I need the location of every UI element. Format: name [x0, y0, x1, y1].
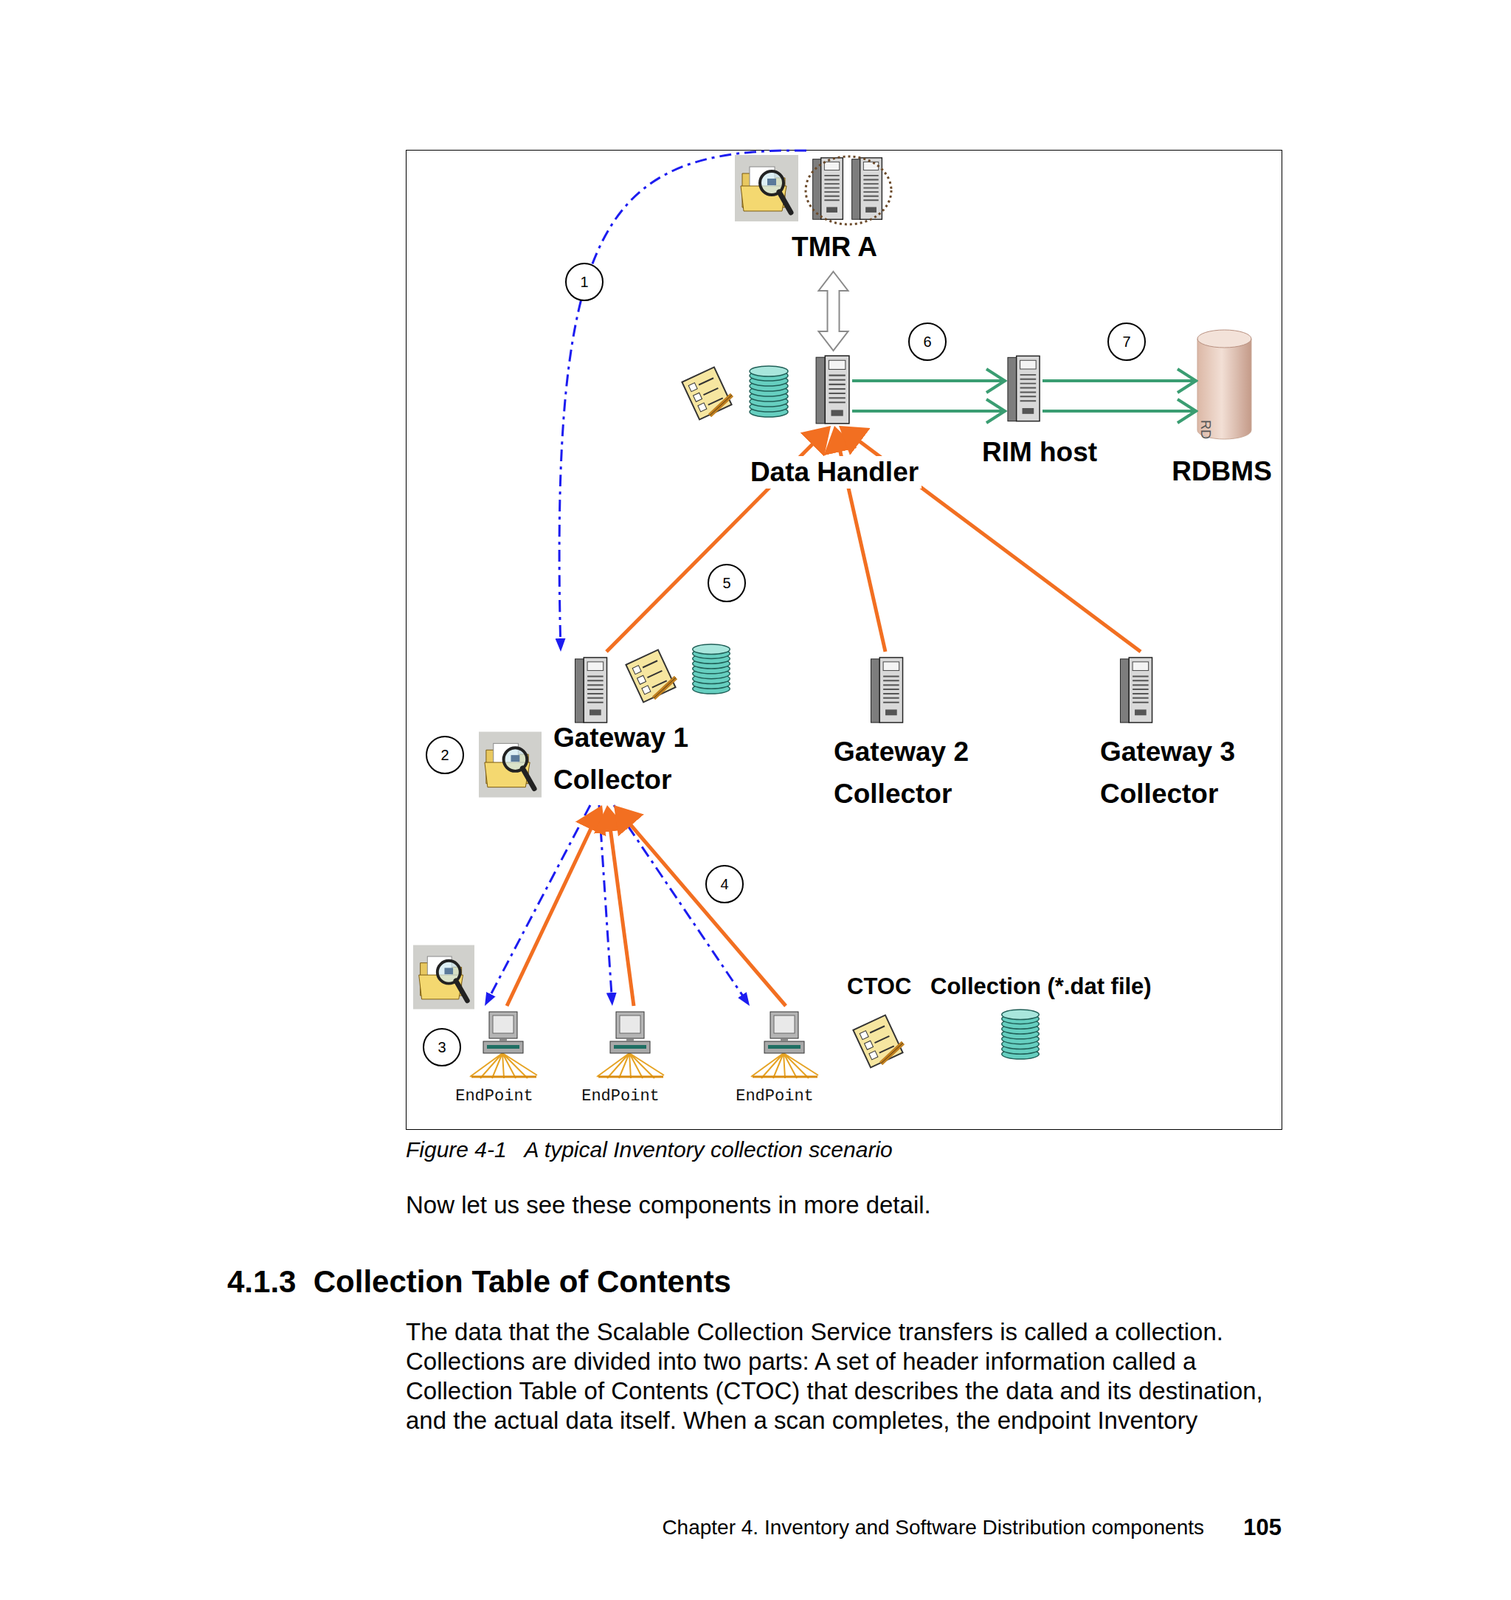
gateway-node: Gateway 2 Collector [829, 651, 997, 819]
node-label: Gateway 3 Collector [1100, 730, 1259, 815]
gateway-node: Gateway 3 Collector [1095, 651, 1264, 819]
node-label: TMR A [791, 230, 878, 264]
checklist-icon [625, 649, 676, 702]
callout-number: 1 [565, 262, 604, 302]
folder-magnifier-icon [413, 945, 475, 1010]
node-label: RDBMS [1168, 455, 1275, 488]
footer-text: Chapter 4. Inventory and Software Distri… [661, 1514, 1205, 1540]
cylinder-label: RD [1198, 419, 1213, 439]
server-icon [815, 355, 850, 424]
callout-number: 7 [1107, 322, 1146, 361]
data-flow-arrow [506, 811, 600, 1006]
database-flow-arrow [852, 379, 1005, 383]
node-label: RIM host [979, 436, 1101, 469]
database-flow-arrow [1042, 409, 1196, 413]
endpoint-node: EndPoint [731, 1005, 825, 1111]
server-icon [813, 157, 844, 220]
endpoint-icon [596, 1011, 665, 1078]
folder-magnifier-icon [734, 154, 799, 222]
gateway-node: Gateway 1 Collector [548, 651, 717, 805]
data-stack-icon [692, 644, 731, 694]
node-label: Gateway 2 Collector [833, 730, 993, 815]
server-icon [1007, 355, 1040, 421]
hollow-double-arrow [818, 271, 849, 351]
node-label: Data Handler [747, 455, 922, 489]
checklist-icon [681, 366, 732, 420]
callout-number: 5 [707, 563, 746, 603]
server-icon [1119, 657, 1152, 723]
callout-number: 6 [908, 322, 947, 361]
callout-number: 4 [705, 864, 744, 904]
database-flow-arrow [1042, 379, 1196, 383]
database-cylinder [1197, 329, 1252, 439]
node-label: EndPoint [735, 1086, 814, 1106]
checklist-icon [852, 1014, 904, 1067]
key-label: CTOC [846, 972, 912, 1001]
paragraph: The data that the Scalable Collection Se… [405, 1316, 1303, 1436]
endpoint-node: EndPoint [576, 1005, 670, 1111]
control-flow-arrow [486, 804, 591, 1004]
server-icon [574, 657, 607, 723]
node-label: EndPoint [455, 1086, 534, 1106]
figure-caption: Figure 4-1 A typical Inventory collectio… [405, 1136, 893, 1163]
data-stack-icon [749, 365, 788, 417]
node-label: Gateway 1 Collector [553, 716, 712, 801]
server-node: Data Handler [813, 354, 853, 426]
data-stack-icon [1001, 1009, 1040, 1059]
body-text: Now let us see these components in more … [405, 1190, 932, 1220]
section-heading: 4.1.3 Collection Table of Contents [227, 1263, 732, 1300]
database-flow-arrow [852, 409, 1005, 413]
endpoint-node: EndPoint [450, 1005, 544, 1111]
server-ring [805, 156, 892, 225]
endpoint-icon [469, 1011, 538, 1078]
server-node: RIM host [1004, 354, 1043, 424]
endpoint-icon [751, 1011, 819, 1078]
server-icon [870, 657, 903, 723]
server-node: TMR A [730, 150, 892, 268]
key-label: Collection (*.dat file) [930, 972, 1152, 1001]
node-label: EndPoint [581, 1086, 660, 1106]
callout-number: 3 [422, 1027, 462, 1067]
server-icon [852, 157, 883, 220]
page-number: 105 [1243, 1513, 1282, 1541]
control-flow-arrow [613, 804, 749, 1004]
data-flow-arrow [619, 810, 787, 1006]
callout-number: 2 [425, 735, 465, 774]
folder-magnifier-icon [478, 731, 542, 798]
data-flow-arrow [607, 812, 634, 1006]
